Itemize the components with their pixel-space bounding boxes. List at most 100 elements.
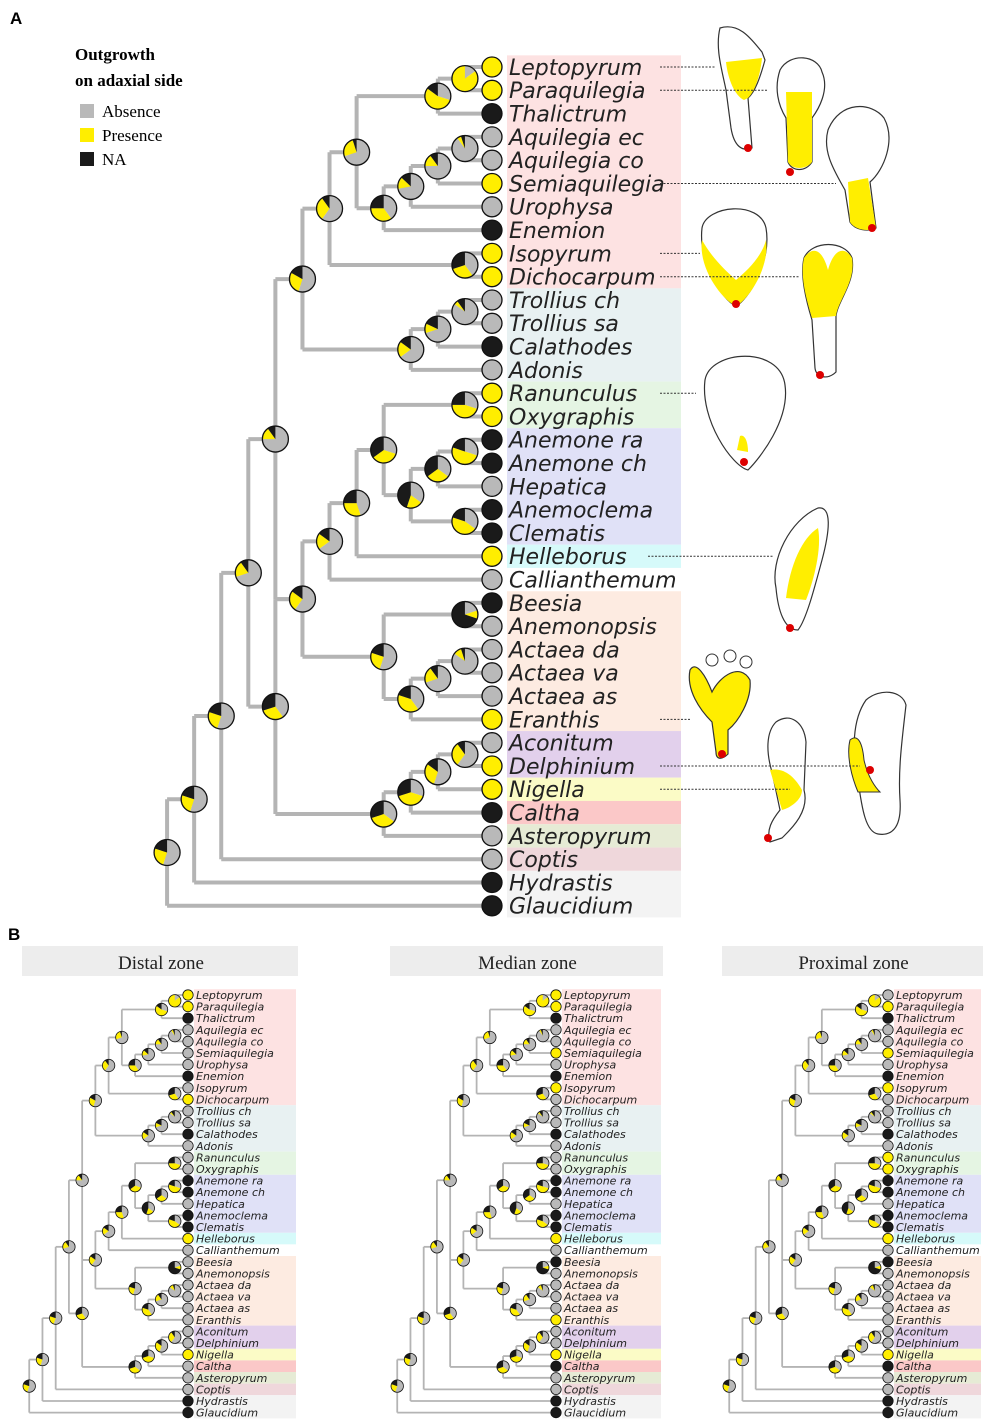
b-tip-state-marker: [882, 1221, 894, 1233]
b-tip-state-marker: [550, 989, 562, 1001]
legend-label-absence: Absence: [102, 102, 161, 121]
b-node-pie: [509, 1129, 523, 1143]
b-tip-state-marker: [882, 1233, 894, 1245]
a-node-pie: [342, 489, 371, 517]
a-node-pie: [424, 152, 452, 180]
b-clade-band: [194, 1372, 296, 1384]
b-tip-label: Clematis: [196, 1221, 244, 1234]
anther-dot-icon: [786, 168, 794, 176]
a-tip-label: Leptopyrum: [509, 56, 642, 81]
b-tip-state-marker: [182, 1372, 194, 1384]
a-clade-band: [507, 567, 681, 592]
b-tip-state-marker: [882, 1395, 894, 1407]
b-tip-state-marker: [550, 1372, 562, 1384]
zone-title: Distal zone: [118, 953, 204, 974]
b-tip-label: Adonis: [195, 1140, 233, 1153]
a-tip-label: Adonis: [507, 359, 583, 384]
b-clade-band: [194, 1348, 296, 1361]
b-node-pie: [403, 1352, 418, 1367]
b-tip-label: Trollius sa: [896, 1117, 951, 1130]
a-tip-state-marker: [481, 266, 503, 288]
b-tip-label: Paraquilegia: [196, 1001, 265, 1014]
b-node-pie: [536, 1029, 550, 1043]
a-tip-state-marker: [481, 359, 503, 381]
b-tip-state-marker: [182, 1314, 194, 1326]
b-tip-label: Beesia: [564, 1256, 601, 1269]
panel-b-label: B: [8, 925, 20, 944]
b-node-pie: [75, 1306, 89, 1321]
b-clade-band: [894, 1325, 981, 1349]
a-tip-label: Trollius ch: [509, 289, 620, 314]
b-node-pie: [168, 1029, 182, 1043]
a-tip-label: Anemone ch: [507, 452, 647, 477]
legend-title-line2: on adaxial side: [75, 71, 183, 90]
legend-label-presence: Presence: [102, 126, 162, 145]
a-tip-label: Thalictrum: [509, 103, 627, 128]
b-tip-state-marker: [550, 1244, 562, 1256]
b-clade-band: [894, 1244, 981, 1256]
b-tip-label: Anemoclema: [563, 1209, 636, 1222]
a-tip-state-marker: [481, 219, 503, 241]
a-tip-state-marker: [481, 335, 503, 358]
b-tip-state-marker: [882, 1291, 894, 1303]
a-node-pie: [370, 436, 398, 464]
zone-title: Proximal zone: [798, 953, 908, 974]
b-node-pie: [154, 1037, 169, 1051]
b-tip-state-marker: [182, 1163, 194, 1175]
b-tip-label: Paraquilegia: [564, 1001, 633, 1014]
b-tip-label: Helleborus: [896, 1233, 955, 1246]
b-tip-state-marker: [882, 1244, 894, 1256]
b-tip-state-marker: [182, 1047, 194, 1059]
b-tip-state-marker: [182, 1140, 194, 1152]
b-tip-state-marker: [550, 1279, 562, 1291]
a-tip-label: Glaucidium: [509, 895, 633, 920]
b-tip-state-marker: [882, 1175, 894, 1187]
a-tip-label: Urophysa: [509, 196, 613, 221]
b-node-pie: [828, 1360, 842, 1374]
b-tip-state-marker: [882, 1070, 894, 1082]
b-tip-state-marker: [182, 1059, 194, 1071]
b-node-pie: [496, 1179, 510, 1193]
b-tip-state-marker: [882, 1117, 894, 1129]
b-tip-state-marker: [882, 1337, 894, 1349]
b-tip-state-marker: [182, 1337, 194, 1349]
b-node-pie: [430, 1240, 444, 1254]
b-tip-label: Anemonopsis: [563, 1267, 638, 1280]
b-node-pie: [841, 1349, 855, 1363]
b-tip-label: Aquilegia ec: [195, 1024, 263, 1037]
a-node-pie: [261, 692, 290, 721]
b-node-pie: [536, 1284, 550, 1298]
a-clade-band: [507, 544, 681, 568]
b-tip-label: Thalictrum: [196, 1012, 255, 1025]
b-tip-state-marker: [550, 1314, 562, 1326]
b-tip-label: Leptopyrum: [896, 989, 963, 1002]
petal-helleborus-outgrowth-icon: [786, 528, 820, 600]
b-node-pie: [536, 1087, 550, 1101]
b-tip-label: Hepatica: [896, 1198, 945, 1211]
b-node-pie: [522, 1292, 537, 1307]
a-tip-state-marker: [481, 895, 503, 917]
a-node-pie: [261, 425, 290, 453]
b-tip-state-marker: [182, 1117, 194, 1129]
b-tip-state-marker: [550, 1360, 562, 1372]
b-node-pie: [841, 1303, 855, 1317]
petal-semiaquilegia-icon: [825, 106, 890, 231]
a-tip-label: Trollius sa: [509, 312, 619, 337]
b-clade-band: [894, 989, 981, 1106]
a-tip-state-marker: [481, 708, 503, 731]
b-node-pie: [509, 1349, 523, 1363]
anther-dot-icon: [786, 624, 794, 632]
a-tip-label: Clematis: [509, 522, 605, 547]
b-tip-state-marker: [182, 1000, 194, 1013]
b-node-pie: [509, 1047, 523, 1062]
a-tip-state-marker: [481, 126, 503, 148]
a-tip-state-marker: [481, 825, 503, 847]
b-tip-label: Semiaquilegia: [196, 1047, 274, 1060]
b-tip-label: Coptis: [196, 1383, 231, 1396]
panel-a-label: A: [10, 9, 22, 28]
b-clade-band: [562, 1256, 661, 1326]
b-tip-state-marker: [550, 1325, 562, 1338]
b-node-pie: [456, 1093, 470, 1108]
b-tip-state-marker: [182, 1360, 194, 1372]
b-node-pie: [141, 1047, 155, 1062]
